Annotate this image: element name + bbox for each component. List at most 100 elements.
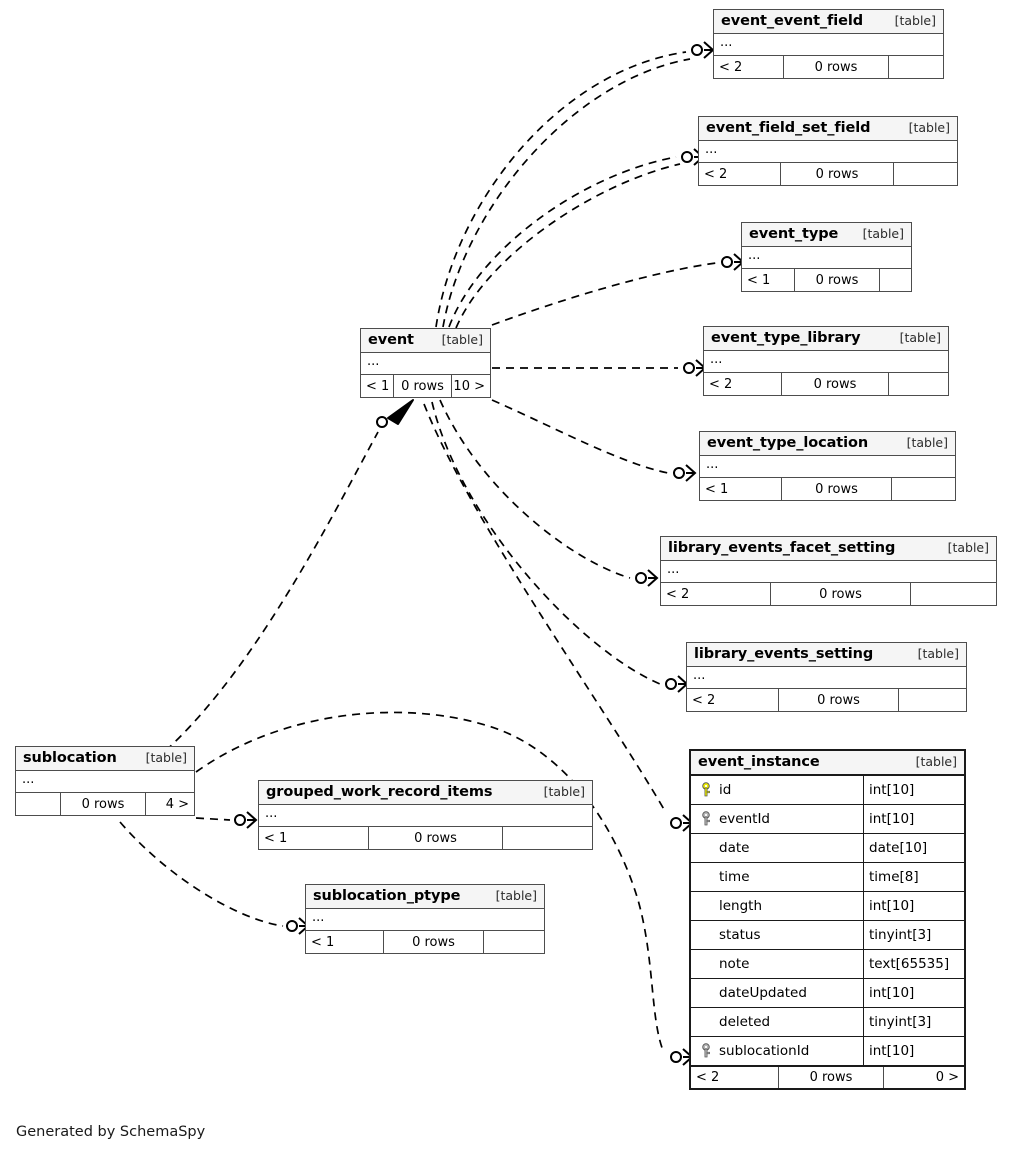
table-kind-label: [table] [145,750,187,765]
footer-parents-count[interactable]: < 2 [691,1067,779,1088]
table-node-event_type_library[interactable]: event_type_library [table] ... < 2 0 row… [703,326,949,396]
footer-children-count[interactable]: 0 > [935,1070,959,1085]
column-type: int[10] [869,1043,915,1059]
table-kind-label: [table] [899,330,941,345]
column-type: tinyint[3] [869,1014,932,1030]
table-header: event_type_location [table] [700,432,955,456]
table-collapsed-columns: ... [16,771,194,793]
footer-parents-count[interactable]: < 2 [699,163,781,185]
footer-parents-count[interactable]: < 2 [714,56,784,78]
footer-children-count[interactable] [892,478,955,500]
table-node-sublocation_ptype[interactable]: sublocation_ptype [table] ... < 1 0 rows [305,884,545,954]
table-header: sublocation [table] [16,747,194,771]
edge-event-event_field_set_field-b [455,163,681,329]
column-name: status [719,927,761,943]
table-collapsed-columns: ... [700,456,955,478]
edge-event-event_event_field-a [435,51,687,328]
column-type: int[10] [869,985,915,1001]
table-row[interactable]: sublocationId int[10] [691,1037,964,1066]
footer-children-count[interactable]: 10 > [453,378,485,394]
column-name-cell: time [691,863,864,891]
table-kind-label: [table] [862,226,904,241]
column-type: int[10] [869,898,915,914]
table-row[interactable]: date date[10] [691,834,964,863]
table-node-event_type_location[interactable]: event_type_location [table] ... < 1 0 ro… [699,431,956,501]
column-type: date[10] [869,840,928,856]
table-row[interactable]: length int[10] [691,892,964,921]
footer-children-count[interactable] [911,583,996,605]
footer-row-count: 0 rows [782,373,889,395]
table-node-sublocation[interactable]: sublocation [table] ... 0 rows 4 > [15,746,195,816]
footer-row-count: 0 rows [795,269,880,291]
table-row[interactable]: dateUpdated int[10] [691,979,964,1008]
edge-event-event_field_set_field-a [448,156,677,328]
column-name-cell: sublocationId [691,1037,864,1065]
table-title: grouped_work_record_items [266,784,493,800]
table-footer: < 2 0 rows [687,689,966,711]
no-key-spacer [699,956,715,972]
table-title: event_type [749,226,839,242]
column-name-cell: date [691,834,864,862]
table-header: event_instance [table] [691,751,964,776]
column-type: time[8] [869,869,919,885]
column-name: deleted [719,1014,771,1030]
table-title: event_field_set_field [706,120,871,136]
footer-parents-count[interactable]: < 2 [687,689,779,711]
no-key-spacer [699,898,715,914]
footer-parents-count[interactable] [16,793,61,815]
footer-children-count[interactable] [484,931,544,953]
footer-parents-count[interactable]: < 1 [259,827,369,849]
table-kind-label: [table] [894,13,936,28]
table-node-library_events_facet_setting[interactable]: library_events_facet_setting [table] ...… [660,536,997,606]
no-key-spacer [699,840,715,856]
table-node-event_field_set_field[interactable]: event_field_set_field [table] ... < 2 0 … [698,116,958,186]
endpoint-grouped_work_record_items [234,811,257,829]
table-row[interactable]: time time[8] [691,863,964,892]
footer-parents-count[interactable]: < 1 [306,931,384,953]
table-row[interactable]: deleted tinyint[3] [691,1008,964,1037]
footer-parents-count[interactable]: < 1 [742,269,795,291]
footer-children-count[interactable] [899,689,966,711]
footer-parents-count[interactable]: < 2 [661,583,771,605]
column-type: int[10] [869,782,915,798]
table-footer: < 2 0 rows [704,373,948,395]
table-header: event_field_set_field [table] [699,117,957,141]
footer-children-count[interactable] [889,373,948,395]
footer-row-count: 0 rows [771,583,911,605]
footer-children-count[interactable] [894,163,957,185]
table-collapsed-columns: ... [259,805,592,827]
footer-parents-count[interactable]: < 2 [704,373,782,395]
table-title: event [368,332,414,348]
table-node-event[interactable]: event [table] ... < 1 0 rows 10 > [360,328,491,398]
table-collapsed-columns: ... [704,351,948,373]
footer-parents-count[interactable]: < 1 [361,375,394,397]
table-collapsed-columns: ... [742,247,911,269]
footer-children-count[interactable] [889,56,943,78]
column-name-cell: dateUpdated [691,979,864,1007]
table-node-library_events_setting[interactable]: library_events_setting [table] ... < 2 0… [686,642,967,712]
column-type: int[10] [869,811,915,827]
footer-parents-count[interactable]: < 1 [700,478,782,500]
table-node-grouped_work_record_items[interactable]: grouped_work_record_items [table] ... < … [258,780,593,850]
table-node-event_event_field[interactable]: event_event_field [table] ... < 2 0 rows [713,9,944,79]
footer-children-count[interactable]: 4 > [165,796,189,812]
table-node-event_type[interactable]: event_type [table] ... < 1 0 rows [741,222,912,292]
column-name-cell: length [691,892,864,920]
table-footer: < 1 0 rows [742,269,911,291]
footer-row-count: 0 rows [394,375,452,397]
endpoint-event_type [721,253,744,271]
table-title: library_events_setting [694,646,874,662]
column-name: length [719,898,763,914]
table-collapsed-columns: ... [361,353,490,375]
edge-sublocation-event_instance-sublocationId [195,711,665,1054]
table-title: sublocation [23,750,117,766]
footer-children-count[interactable] [503,827,592,849]
footer-children-count[interactable] [880,269,911,291]
table-collapsed-columns: ... [687,667,966,689]
